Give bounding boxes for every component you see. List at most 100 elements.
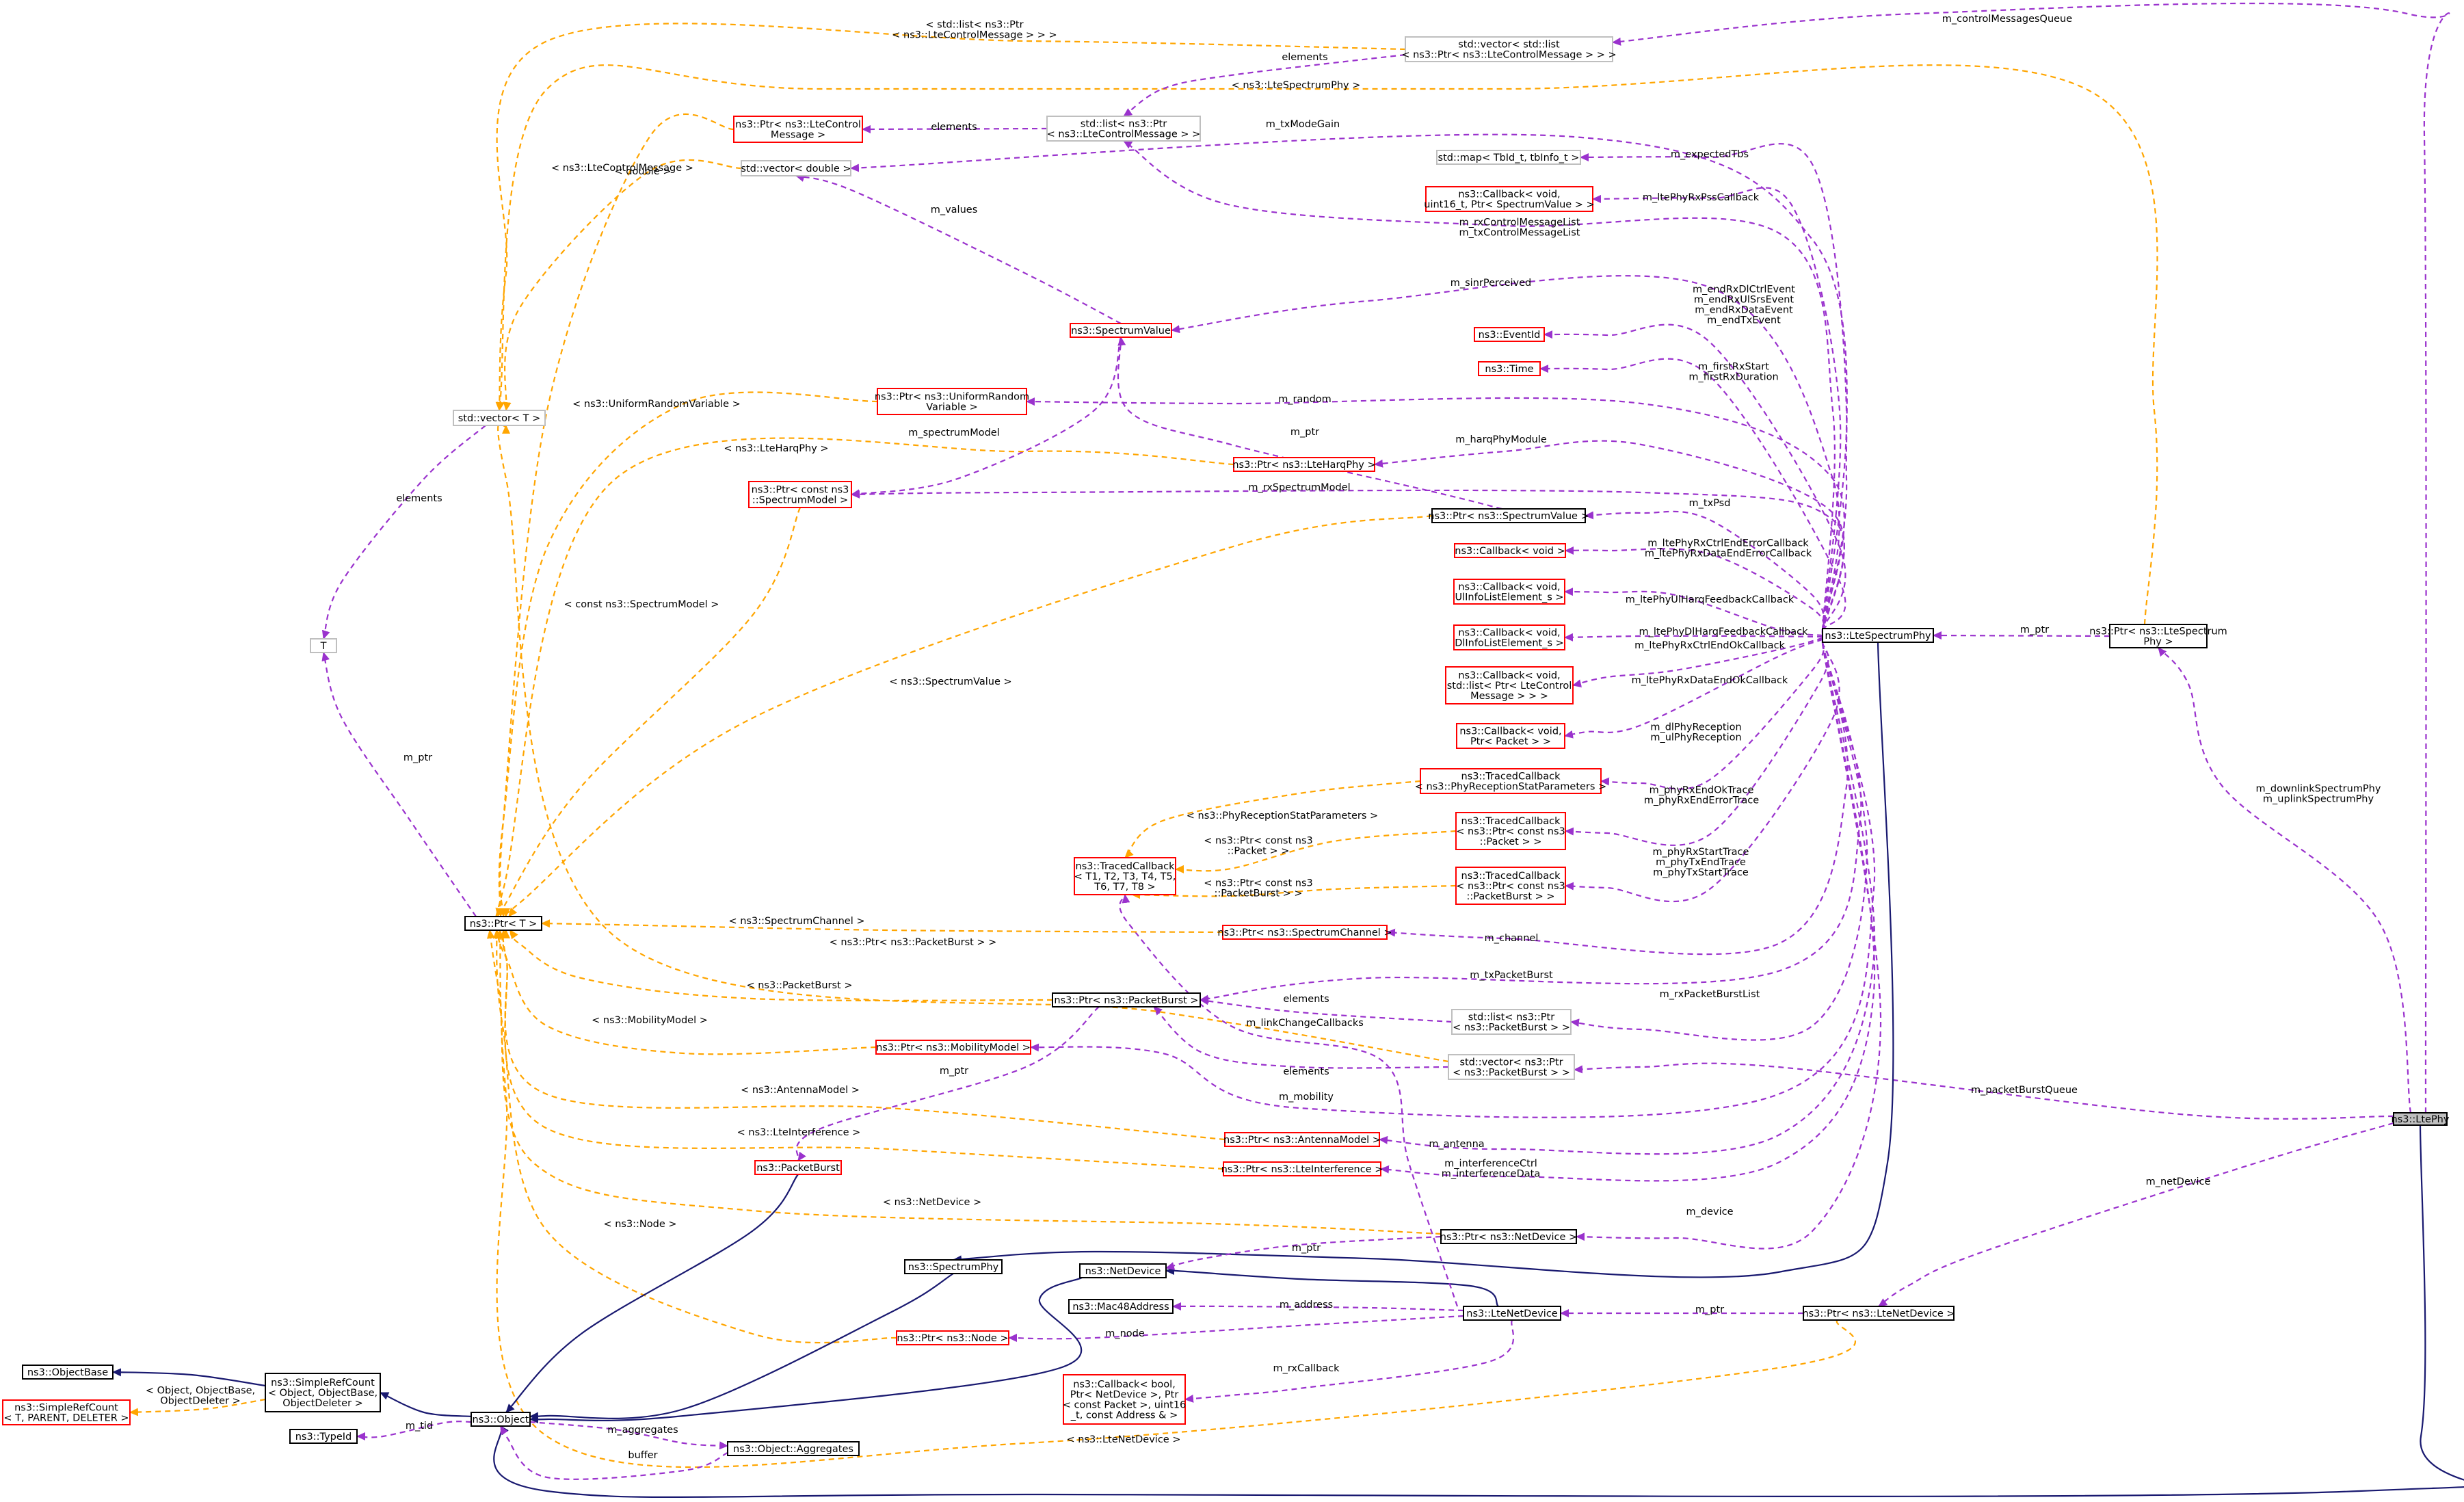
node-label: std::vector< T >: [458, 413, 541, 424]
node-label: ns3::LteNetDevice: [1466, 1308, 1558, 1319]
edge-label-ltenetdevice-tpl: < ns3::LteNetDevice >: [1067, 1434, 1181, 1445]
node-label-line: ns3::Ptr< const ns3: [752, 485, 849, 496]
node-label-line: < ns3::LteControlMessage > >: [1047, 129, 1201, 140]
edge-label-m-tx-packet-burst: m_txPacketBurst: [1470, 970, 1553, 981]
node-label: ns3::TracedCallback< T1, T2, T3, T4, T5,…: [1074, 861, 1176, 893]
node-label: ns3::SimpleRefCount< T, PARENT, DELETER …: [3, 1403, 129, 1424]
node-vector-double[interactable]: std::vector< double >: [741, 160, 851, 176]
node-object[interactable]: ns3::Object: [471, 1412, 531, 1427]
node-time[interactable]: ns3::Time: [1478, 361, 1541, 376]
node-ptr-antenna-model[interactable]: ns3::Ptr< ns3::AntennaModel >: [1223, 1132, 1381, 1147]
node-label-line: Ptr< Packet > >: [1470, 737, 1551, 748]
node-callback-pss[interactable]: ns3::Callback< void,uint16_t, Ptr< Spect…: [1424, 186, 1595, 212]
node-box: [904, 1259, 1003, 1274]
node-aggregates[interactable]: ns3::Object::Aggregates: [727, 1441, 860, 1456]
node-traced-phy-rx[interactable]: ns3::TracedCallback< ns3::PhyReceptionSt…: [1415, 768, 1606, 794]
node-event-id[interactable]: ns3::EventId: [1474, 327, 1545, 342]
node-t[interactable]: T: [310, 638, 337, 653]
node-box: [1431, 508, 1586, 523]
node-packet-burst[interactable]: ns3::PacketBurst: [754, 1160, 842, 1175]
edge-lsp-callbacklist: [1572, 637, 1823, 688]
edge-label-line: < ns3::Ptr< ns3::PacketBurst > >: [830, 937, 997, 948]
node-type-id[interactable]: ns3::TypeId: [289, 1429, 358, 1444]
edge-lsp-tracedpacketburst: [1565, 642, 1840, 903]
node-simple-ref-count-obj[interactable]: ns3::SimpleRefCount< Object, ObjectBase,…: [265, 1373, 381, 1412]
node-label-line: ns3::Ptr< ns3::SpectrumValue >: [1428, 511, 1589, 522]
node-box: [471, 1412, 531, 1427]
node-callback-list[interactable]: ns3::Callback< void,std::list< Ptr< LteC…: [1445, 666, 1574, 704]
edge-label-m-values: m_values: [931, 205, 978, 215]
edge-lsp-tracedpacket: [1565, 642, 1829, 846]
node-box: [1222, 925, 1388, 940]
node-ptr-lte-harq-phy[interactable]: ns3::Ptr< ns3::LteHarqPhy >: [1232, 457, 1376, 472]
node-box: [453, 410, 546, 426]
node-object-base[interactable]: ns3::ObjectBase: [22, 1365, 114, 1380]
node-callback-void[interactable]: ns3::Callback< void >: [1454, 543, 1566, 558]
node-ptr-net-device[interactable]: ns3::Ptr< ns3::NetDevice >: [1440, 1229, 1577, 1244]
node-ptr-spectrum-model[interactable]: ns3::Ptr< const ns3::SpectrumModel >: [748, 481, 852, 508]
node-traced-packet-burst[interactable]: ns3::TracedCallback< ns3::Ptr< const ns3…: [1455, 867, 1566, 905]
edge-label-m-mobility: m_mobility: [1279, 1092, 1334, 1103]
node-lte-spectrum-phy[interactable]: ns3::LteSpectrumPhy: [1822, 628, 1934, 643]
node-vector-t[interactable]: std::vector< T >: [453, 410, 546, 426]
node-label-line: ns3::LteNetDevice: [1466, 1308, 1558, 1319]
edge-label-m-spectrum-model: m_spectrumModel: [908, 427, 1000, 438]
node-label: std::vector< double >: [741, 163, 851, 174]
node-map-tb-id[interactable]: std::map< TbId_t, tbInfo_t >: [1436, 150, 1581, 165]
node-ptr-packet-burst[interactable]: ns3::Ptr< ns3::PacketBurst >: [1052, 992, 1201, 1007]
node-spectrum-value[interactable]: ns3::SpectrumValue: [1070, 323, 1172, 338]
edge-label-m-rx-spectrum-model: m_rxSpectrumModel: [1248, 482, 1350, 493]
edge-label-elements-pb1: elements: [1283, 994, 1329, 1005]
node-traced-callback8[interactable]: ns3::TracedCallback< T1, T2, T3, T4, T5,…: [1074, 857, 1176, 895]
node-label-line: ns3::Object::Aggregates: [733, 1444, 853, 1455]
node-ptr-spectrum-channel[interactable]: ns3::Ptr< ns3::SpectrumChannel >: [1217, 925, 1392, 940]
node-simple-ref-count-t[interactable]: ns3::SimpleRefCount< T, PARENT, DELETER …: [2, 1399, 131, 1425]
node-mac48-address[interactable]: ns3::Mac48Address: [1068, 1299, 1174, 1314]
edge-lsp-interference: [1380, 643, 1876, 1182]
edge-ltephy-packetqueue: [1574, 1062, 2394, 1120]
node-label-line: ns3::Ptr< ns3::MobilityModel >: [876, 1042, 1031, 1053]
node-callback-packet[interactable]: ns3::Callback< void,Ptr< Packet > >: [1456, 723, 1565, 749]
node-ptr-t[interactable]: ns3::Ptr< T >: [464, 916, 542, 931]
edge-label-line: m_ulPhyReception: [1650, 733, 1741, 743]
node-vector-ptr-packet-burst[interactable]: std::vector< ns3::Ptr< ns3::PacketBurst …: [1448, 1054, 1575, 1080]
node-ptr-lte-net-device[interactable]: ns3::Ptr< ns3::LteNetDevice >: [1802, 1306, 1955, 1321]
edge-label-line: < ns3::Ptr< const ns3: [1204, 836, 1313, 847]
node-traced-packet[interactable]: ns3::TracedCallback< ns3::Ptr< const ns3…: [1455, 812, 1566, 850]
node-ptr-node[interactable]: ns3::Ptr< ns3::Node >: [896, 1330, 1009, 1345]
node-net-device[interactable]: ns3::NetDevice: [1079, 1263, 1167, 1278]
edge-ltephy-ptrspectrum: [2158, 647, 2412, 1114]
node-lte-phy[interactable]: ns3::LtePhy: [2392, 1112, 2450, 1126]
node-list-ptr-ctrl[interactable]: std::list< ns3::Ptr< ns3::LteControlMess…: [1046, 116, 1201, 142]
node-ptr-mobility-model[interactable]: ns3::Ptr< ns3::MobilityModel >: [875, 1040, 1031, 1055]
edge-lsp-callbackvoid: [1565, 546, 1825, 635]
node-label-line: DlInfoListElement_s >: [1455, 638, 1564, 649]
node-label-line: ns3::ObjectBase: [27, 1367, 108, 1378]
node-label: ns3::Ptr< ns3::MobilityModel >: [876, 1042, 1031, 1053]
edge-label-line: m_ltePhyRxDataEndErrorCallback: [1645, 549, 1812, 559]
node-label: ns3::Callback< void,std::list< Ptr< LteC…: [1447, 670, 1572, 702]
edge-interference-tpl: [501, 930, 1224, 1170]
node-label-line: std::vector< double >: [741, 163, 851, 174]
node-vector-list-ctrl[interactable]: std::vector< std::list< ns3::Ptr< ns3::L…: [1401, 36, 1617, 62]
node-callback-ul[interactable]: ns3::Callback< void,UlInfoListElement_s …: [1453, 579, 1565, 605]
node-callback-rx[interactable]: ns3::Callback< bool,Ptr< NetDevice >, Pt…: [1063, 1374, 1187, 1425]
edge-label-line: m_downlinkSpectrumPhy: [2256, 784, 2381, 795]
node-spectrum-phy[interactable]: ns3::SpectrumPhy: [904, 1259, 1003, 1274]
edge-object-aggregates: [529, 1421, 728, 1450]
node-lte-net-device[interactable]: ns3::LteNetDevice: [1463, 1306, 1561, 1321]
node-ptr-spectrum-value[interactable]: ns3::Ptr< ns3::SpectrumValue >: [1428, 508, 1589, 523]
edge-label-line: m_endTxEvent: [1707, 315, 1781, 326]
node-list-ptr-packet-burst[interactable]: std::list< ns3::Ptr< ns3::PacketBurst > …: [1451, 1009, 1572, 1035]
edge-packetburst-object: [505, 1174, 799, 1413]
node-callback-dl[interactable]: ns3::Callback< void,DlInfoListElement_s …: [1453, 624, 1565, 650]
node-ptr-lte-interference[interactable]: ns3::Ptr< ns3::LteInterference >: [1221, 1161, 1383, 1176]
edge-lsp-callbackpacket: [1564, 638, 1823, 739]
node-box: [1455, 867, 1566, 905]
